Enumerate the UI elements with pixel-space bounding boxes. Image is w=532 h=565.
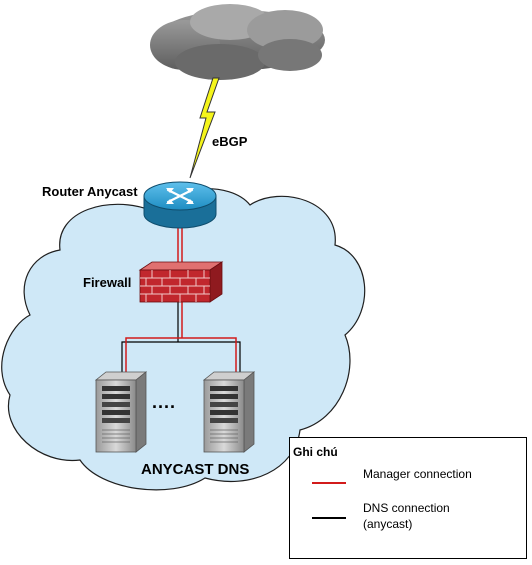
server-ellipsis: .... bbox=[152, 392, 177, 412]
firewall-label: Firewall bbox=[83, 275, 132, 290]
router-firewall-link bbox=[177, 222, 183, 262]
cluster-label: ANYCAST DNS bbox=[141, 461, 250, 478]
server-icon bbox=[94, 371, 148, 453]
router-label: Router Anycast bbox=[42, 184, 138, 199]
legend-title: Ghi chú bbox=[293, 445, 338, 459]
legend-label-manager: Manager connection bbox=[363, 467, 472, 481]
legend-swatch-dns bbox=[312, 517, 346, 519]
internet-cloud-icon bbox=[150, 4, 325, 80]
router-icon bbox=[143, 181, 217, 229]
ebgp-label: eBGP bbox=[212, 134, 248, 149]
network-cloud bbox=[1, 188, 366, 491]
lightning-bolt-icon bbox=[189, 77, 220, 179]
legend: Ghi chú Manager connection DNS connectio… bbox=[289, 437, 527, 559]
firewall-icon bbox=[138, 261, 224, 303]
server-icon bbox=[202, 371, 256, 453]
legend-label-dns: DNS connection (anycast) bbox=[363, 501, 450, 531]
firewall-server-links bbox=[121, 302, 241, 376]
legend-swatch-manager bbox=[312, 482, 346, 484]
